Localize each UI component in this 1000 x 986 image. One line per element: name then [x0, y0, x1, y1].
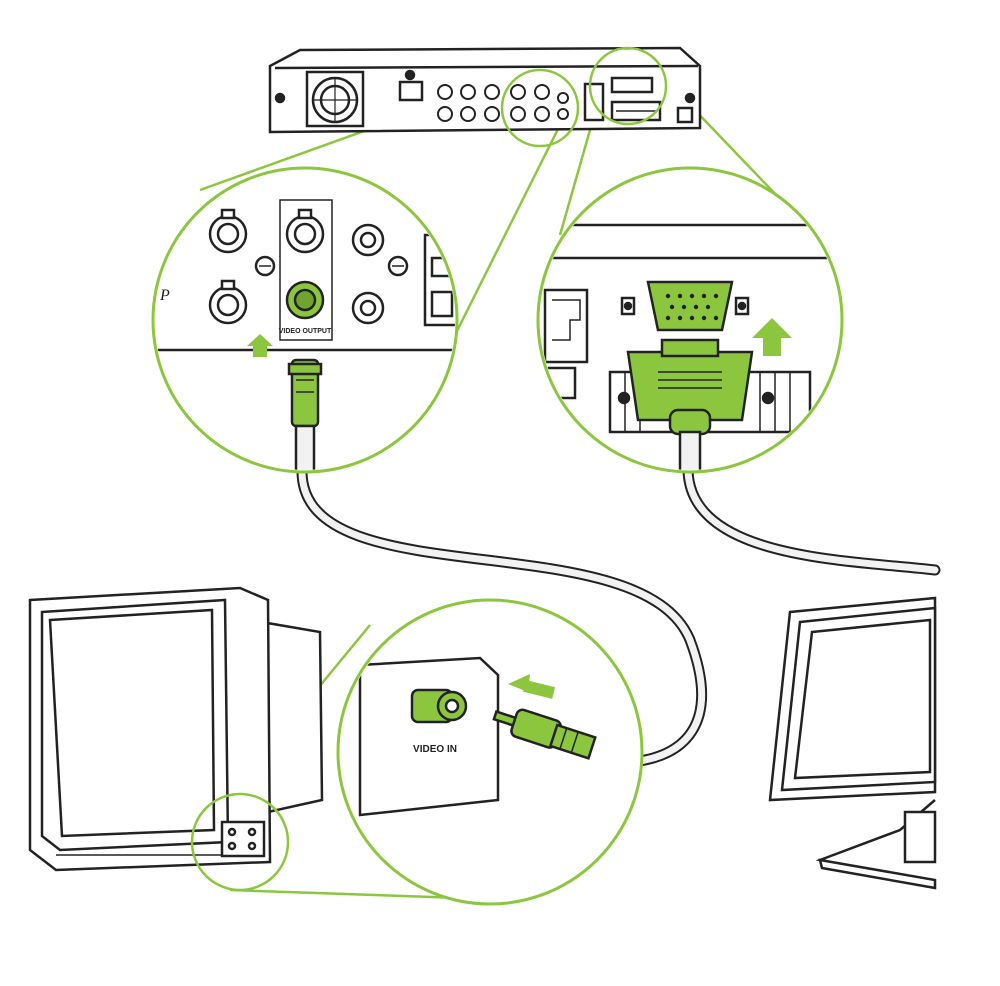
video-output-label: VIDEO OUTPUT: [279, 328, 332, 335]
vga-connector-icon: [620, 280, 750, 332]
arrow-icon: [752, 318, 792, 356]
video-output-zoom: VIDEO OUTPUT P: [151, 166, 459, 474]
cables: [296, 464, 941, 769]
video-in-zoom: VIDEO IN: [336, 598, 644, 906]
dvr-highlight-rings: [500, 46, 668, 148]
crt-highlight-ring: [190, 792, 290, 892]
partial-glyph: P: [159, 287, 170, 304]
bnc-connector-icon: [208, 208, 409, 325]
lcd-monitor-icon: [768, 596, 937, 890]
vga-output-zoom: [536, 166, 844, 474]
crt-monitor-icon: [28, 586, 324, 872]
arrow-icon: [247, 334, 273, 357]
arrow-icon: [508, 674, 556, 699]
video-in-label: VIDEO IN: [413, 744, 457, 755]
dvr-recorder-icon: [268, 46, 702, 134]
